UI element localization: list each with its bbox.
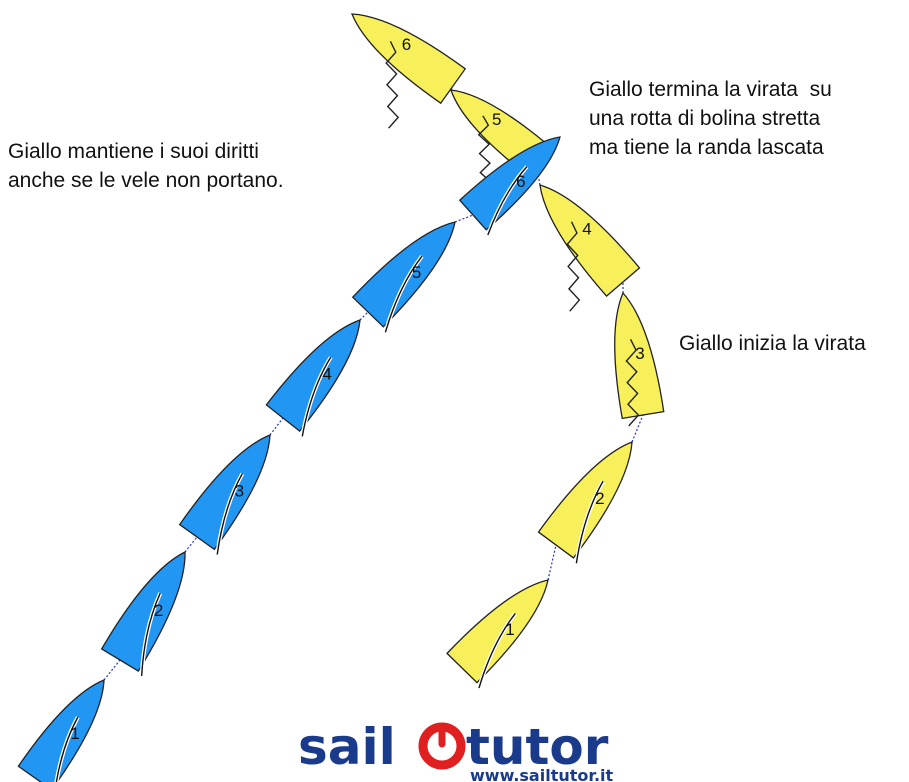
blue-boat-hull bbox=[17, 679, 105, 782]
blue-boat-hull bbox=[351, 221, 456, 328]
yellow-boat-hull bbox=[351, 13, 467, 105]
logo-ring-icon bbox=[418, 722, 466, 770]
yellow-boat-number: 3 bbox=[635, 344, 644, 363]
yellow-boat-hull bbox=[539, 184, 641, 298]
sailtutor-logo: sail tutor www.sailtutor.it bbox=[298, 718, 614, 782]
yellow-boat-2: 2 bbox=[537, 441, 633, 564]
blue-boat-1: 1 bbox=[17, 679, 105, 782]
blue-track-segment bbox=[184, 536, 198, 553]
yellow-track-segment bbox=[631, 414, 644, 443]
logo-word-sail: sail bbox=[298, 718, 396, 776]
blue-boat-number: 2 bbox=[154, 601, 163, 620]
yellow-boat-number: 5 bbox=[492, 110, 501, 129]
blue-track-segment bbox=[454, 214, 474, 223]
blue-boat-hull bbox=[458, 136, 561, 231]
yellow-sail-luffing bbox=[385, 41, 400, 129]
yellow-sail-luffing bbox=[566, 221, 581, 312]
yellow-sail-luffing bbox=[625, 339, 640, 427]
blue-track-segment bbox=[359, 311, 369, 321]
logo-word-tutor: tutor bbox=[466, 718, 609, 776]
blue-boat-hull bbox=[100, 550, 186, 672]
blue-sail bbox=[55, 716, 79, 782]
caption-yellow-ends-tack: Giallo termina la virata su una rotta di… bbox=[589, 78, 832, 159]
blue-sail bbox=[216, 473, 243, 555]
yellow-boat-hull bbox=[614, 291, 665, 420]
blue-boat-number: 6 bbox=[516, 172, 525, 191]
yellow-boat-number: 2 bbox=[595, 489, 604, 508]
yellow-boat-hull bbox=[446, 579, 549, 684]
yellow-boat-3: 3 bbox=[614, 291, 665, 427]
blue-boat-number: 1 bbox=[70, 724, 79, 743]
yellow-boat-hull bbox=[537, 441, 633, 559]
yellow-boat-number: 4 bbox=[582, 220, 591, 239]
yellow-sail bbox=[575, 480, 604, 564]
blue-boat-number: 3 bbox=[235, 481, 244, 500]
yellow-boat-number: 1 bbox=[505, 620, 514, 639]
yellow-boat-1: 1 bbox=[446, 579, 549, 689]
yellow-track-segment bbox=[547, 544, 557, 581]
blue-sail bbox=[301, 356, 332, 437]
blue-boat-hull bbox=[178, 434, 271, 551]
blue-boat-hull bbox=[265, 319, 361, 432]
yellow-sail bbox=[478, 613, 516, 689]
blue-boat-number: 4 bbox=[322, 365, 331, 384]
yellow-boat-fleet: 1 2 3 4 5 6 bbox=[351, 13, 665, 689]
blue-track-segment bbox=[269, 417, 284, 436]
blue-boat-6: 6 bbox=[458, 136, 561, 236]
blue-track-segment bbox=[103, 659, 121, 681]
blue-sail bbox=[487, 166, 528, 236]
blue-boat-number: 5 bbox=[412, 263, 421, 282]
blue-sail bbox=[140, 592, 161, 677]
blue-boat-5: 5 bbox=[351, 221, 456, 333]
track-lines bbox=[103, 85, 644, 681]
blue-boat-2: 2 bbox=[100, 550, 186, 677]
caption-yellow-keeps-rights: Giallo mantiene i suoi diritti anche se … bbox=[8, 140, 284, 192]
caption-yellow-starts-tack: Giallo inizia la virata bbox=[679, 332, 866, 355]
blue-boat-3: 3 bbox=[178, 434, 271, 555]
yellow-boat-6: 6 bbox=[351, 13, 467, 129]
yellow-boat-number: 6 bbox=[402, 35, 411, 54]
yellow-boat-4: 4 bbox=[539, 184, 641, 312]
logo-url: www.sailtutor.it bbox=[470, 766, 614, 782]
blue-sail bbox=[384, 255, 423, 333]
blue-boat-4: 4 bbox=[265, 319, 361, 437]
blue-boat-fleet: 1 2 3 4 5 6 bbox=[17, 136, 561, 782]
